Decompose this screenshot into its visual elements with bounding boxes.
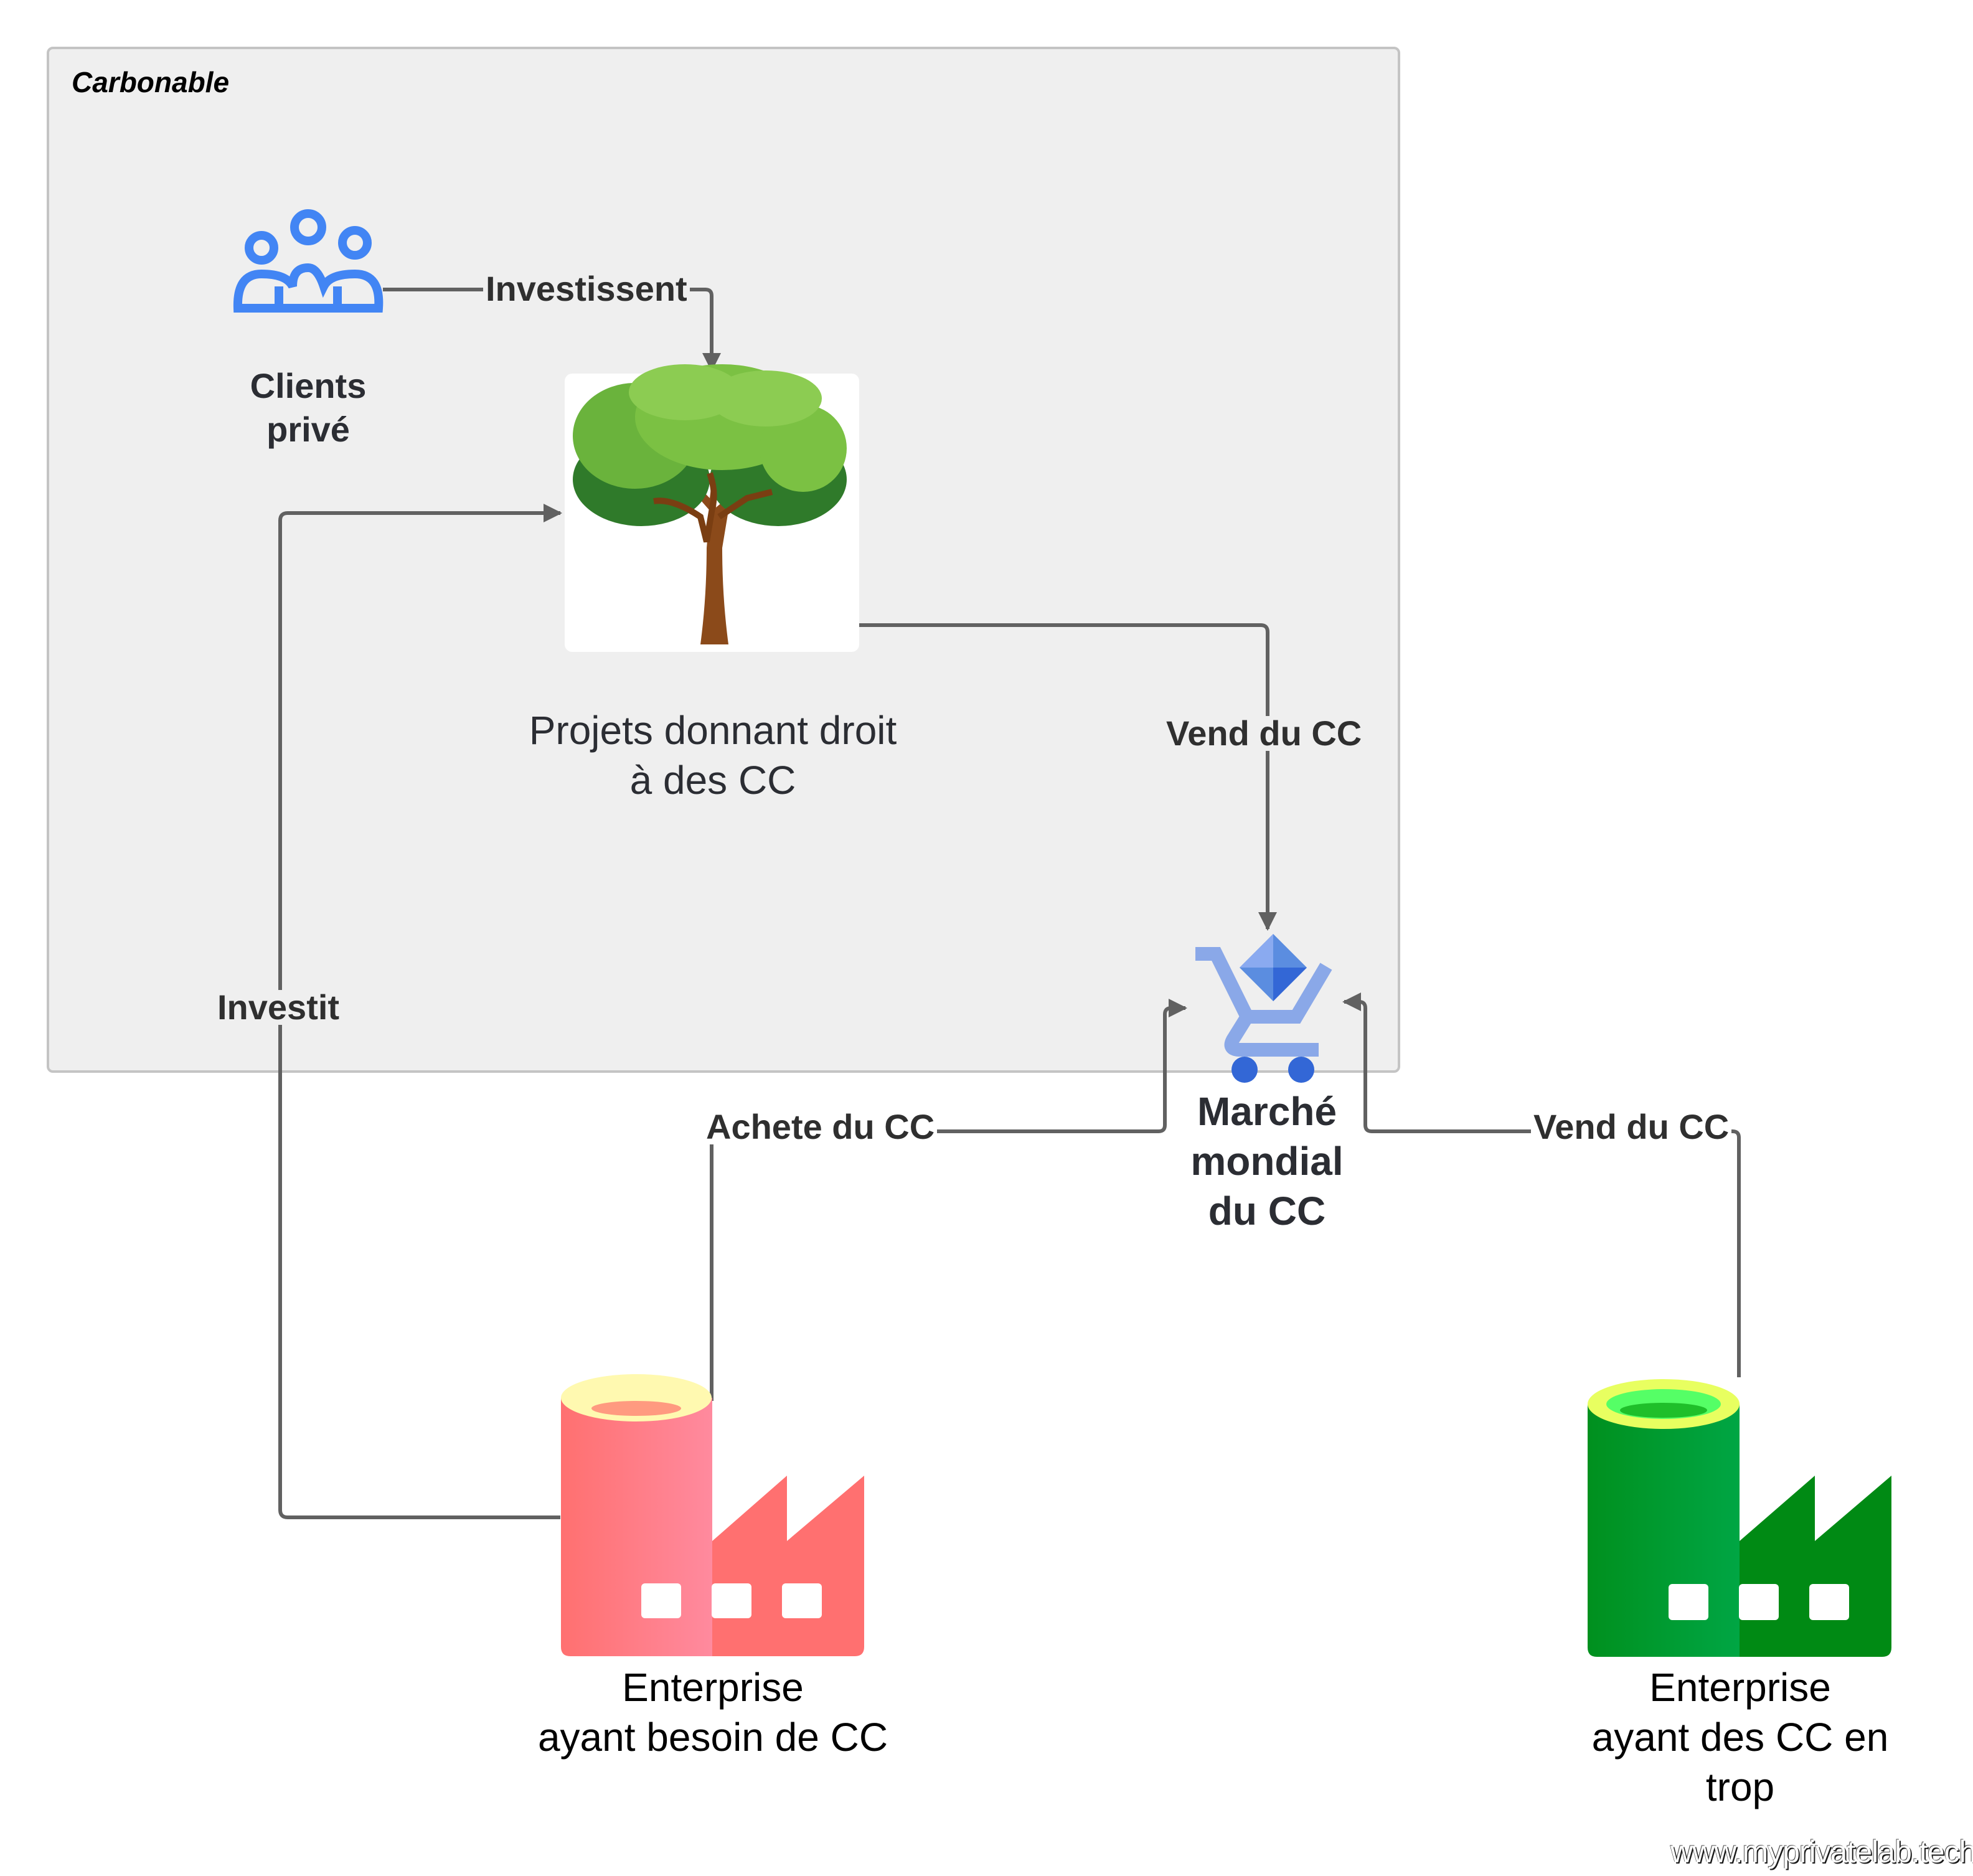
projects-label-line2: à des CC [629,758,796,803]
buyer-label-line1: Enterprise [622,1665,804,1710]
edge-label-investit: Investit [215,990,342,1025]
people-group-icon [233,209,384,313]
seller-label-line3: trop [1705,1765,1775,1809]
factory-icon-buyer [561,1374,864,1656]
market-label-line1: Marché [1197,1089,1337,1134]
buyer-label-line2: ayant besoin de CC [537,1715,888,1760]
edge-label-vend-seller: Vend du CC [1531,1110,1732,1144]
seller-label-line2: ayant des CC en [1591,1715,1889,1760]
market-label: Marché mondial du CC [1170,1086,1363,1236]
clients-label-line1: Clients [250,366,367,405]
edge-label-vend-projects: Vend du CC [1164,716,1365,751]
watermark: www.myprivatelab.tech [1670,1834,1973,1869]
edge-clients-to-projects [383,288,721,372]
seller-enterprise-label: Enterprise ayant des CC en trop [1525,1662,1955,1812]
tree-icon [573,364,847,644]
clients-label-line2: privé [266,410,350,449]
edge-seller-to-market [1342,992,1741,1377]
projects-label-line1: Projets donnant droit [529,708,897,753]
market-label-line3: du CC [1208,1189,1326,1233]
clients-label: Clients privé [246,364,370,451]
edge-label-investissent: Investissent [483,271,690,306]
seller-label-line1: Enterprise [1649,1665,1831,1710]
shopping-cart-diamond-icon [1195,934,1332,1083]
projects-label: Projets donnant droit à des CC [498,705,928,805]
edge-projects-to-market [859,623,1277,931]
edge-label-achete: Achete du CC [704,1110,938,1144]
market-label-line2: mondial [1190,1139,1344,1184]
buyer-enterprise-label: Enterprise ayant besoin de CC [498,1662,928,1762]
edge-buyer-to-market [710,999,1187,1401]
factory-icon-seller [1588,1379,1891,1657]
container-title: Carbonable [72,66,230,98]
